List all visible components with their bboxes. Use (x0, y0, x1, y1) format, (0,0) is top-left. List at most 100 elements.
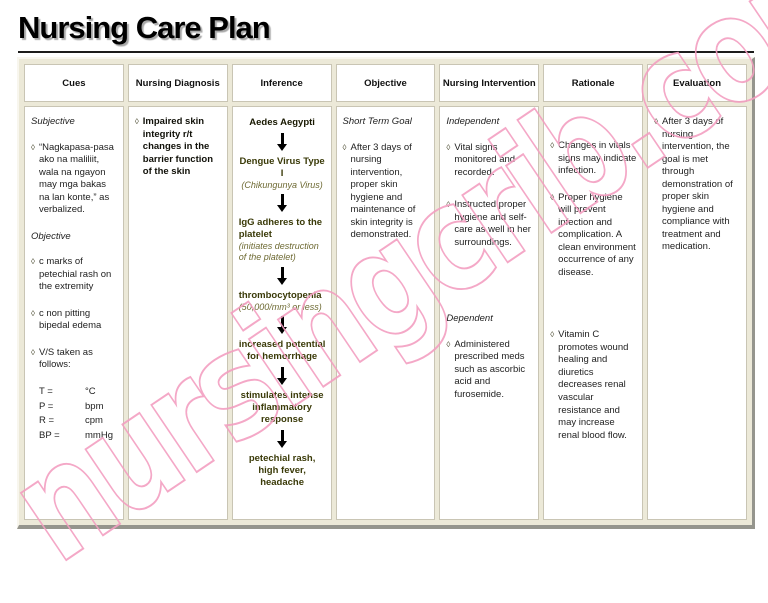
down-arrow-icon (239, 429, 326, 448)
intervention-text: Administered prescribed meds such as asc… (454, 338, 526, 400)
care-plan-table: Cues Nursing Diagnosis Inference Objecti… (20, 60, 751, 524)
cues-cell: Subjective ◊ “Nagkapasa-pasa ako na mali… (24, 106, 124, 520)
vital-label: BP = (39, 429, 60, 441)
vital-unit: °C (85, 385, 96, 397)
flow-step-igg: IgG adheres to the platelet (initiates d… (239, 217, 326, 262)
diamond-bullet-icon: ◊ (31, 308, 35, 318)
column-header-nursing-diagnosis: Nursing Diagnosis (127, 64, 228, 102)
flow-step-title: stimulates intense inflammatory response (240, 390, 324, 425)
column-header-inference: Inference (231, 64, 332, 102)
vital-unit: cpm (85, 415, 103, 427)
column-header-evaluation: Evaluation (647, 64, 747, 102)
section-gap (550, 293, 637, 329)
rationale-item-vitamin-c: ◊ Vitamin C promotes wound healing and d… (550, 329, 637, 442)
diamond-bullet-icon: ◊ (31, 347, 35, 357)
flow-step-hemorrhage: increased potential for hemorrhage (239, 339, 326, 363)
objective-item-vitals: ◊ V/S taken as follows: (31, 347, 118, 372)
vital-row-blood-pressure: BP = mmHg (39, 430, 118, 443)
column-header-nursing-intervention: Nursing Intervention (439, 64, 540, 102)
column-header-cues: Cues (24, 64, 124, 102)
objective-goal-text: After 3 days of nursing intervention, pr… (350, 141, 416, 241)
flow-step-title: Aedes Aegypti (249, 117, 315, 128)
flow-step-subtext: (Chikungunya Virus) (241, 179, 323, 190)
flow-step-inflammatory-response: stimulates intense inflammatory response (239, 390, 326, 426)
nursing-intervention-cell: Independent ◊ Vital signs monitored and … (439, 106, 540, 520)
vital-label: R = (39, 415, 55, 427)
diagnosis-text: Impaired skin integrity r/t changes in t… (142, 116, 213, 178)
diamond-bullet-icon: ◊ (446, 200, 451, 210)
intervention-text: Instructed proper hygiene and self-care … (454, 199, 531, 248)
diagnosis-item: ◊ Impaired skin integrity r/t changes in… (135, 116, 222, 179)
rationale-cell: ◊ Changes in vitals signs may indicate i… (543, 106, 644, 520)
evaluation-text: After 3 days of nursing intervention, th… (662, 116, 733, 253)
diamond-bullet-icon: ◊ (31, 257, 35, 267)
column-header-rationale: Rationale (543, 64, 644, 102)
vital-label: P = (39, 400, 54, 412)
diamond-bullet-icon: ◊ (446, 142, 451, 152)
independent-item-hygiene: ◊ Instructed proper hygiene and self-car… (446, 199, 533, 249)
down-arrow-icon (239, 194, 326, 213)
independent-item-vitals: ◊ Vital signs monitored and recorded. (446, 142, 533, 180)
flow-step-aedes: Aedes Aegypti (239, 117, 326, 129)
rationale-text: Proper hygiene will prevent infection an… (558, 191, 636, 278)
inference-cell: Aedes Aegypti Dengue Virus Type I (Chiku… (231, 106, 332, 520)
evaluation-cell: ◊ After 3 days of nursing intervention, … (647, 106, 747, 520)
vital-label: T = (39, 385, 53, 397)
objective-item-text: c non pitting bipedal edema (38, 307, 102, 332)
down-arrow-icon (239, 316, 326, 335)
objective-goal-item: ◊ After 3 days of nursing intervention, … (343, 142, 430, 242)
down-arrow-icon (239, 132, 326, 151)
objective-item-text: V/S taken as follows: (38, 346, 93, 371)
diamond-bullet-icon: ◊ (550, 141, 555, 150)
flow-step-symptoms: petechial rash, high fever, headache (239, 453, 326, 489)
diamond-bullet-icon: ◊ (342, 142, 347, 152)
flow-step-subtext: (50,000/mm³ or less) (238, 301, 322, 312)
rationale-item-vitals: ◊ Changes in vitals signs may indicate i… (550, 140, 637, 178)
diamond-bullet-icon: ◊ (550, 330, 555, 340)
flow-step-title: petechial rash, high fever, headache (248, 452, 316, 488)
column-header-objective: Objective (335, 64, 436, 102)
intervention-text: Vital signs monitored and recorded. (454, 141, 516, 178)
objective-label: Objective (31, 230, 71, 242)
subjective-quote-item: ◊ “Nagkapasa-pasa ako na maliliit, wala … (31, 142, 118, 217)
subjective-label: Subjective (31, 116, 75, 127)
diamond-bullet-icon: ◊ (550, 192, 555, 202)
diamond-bullet-icon: ◊ (31, 142, 35, 152)
diamond-bullet-icon: ◊ (446, 339, 451, 349)
down-arrow-icon (239, 367, 326, 386)
flow-step-title: IgG adheres to the platelet (238, 217, 323, 241)
nursing-diagnosis-cell: ◊ Impaired skin integrity r/t changes in… (127, 106, 228, 520)
flow-step-dengue-virus: Dengue Virus Type I (Chikungunya Virus) (239, 156, 326, 191)
down-arrow-icon (239, 266, 326, 285)
diamond-bullet-icon: ◊ (654, 117, 659, 126)
evaluation-item: ◊ After 3 days of nursing intervention, … (654, 116, 741, 254)
objective-item-edema: ◊ c non pitting bipedal edema (31, 308, 118, 333)
vital-row-respiration: R = cpm (39, 415, 118, 428)
vital-unit: bpm (85, 400, 104, 412)
vital-unit: mmHg (85, 429, 113, 441)
vital-signs-list: T = °C P = bpm R = cpm BP = (39, 386, 118, 442)
independent-label: Independent (446, 116, 500, 127)
flow-step-thrombocytopenia: thrombocytopenia (50,000/mm³ or less) (239, 290, 326, 313)
care-plan-table-frame: Cues Nursing Diagnosis Inference Objecti… (17, 57, 755, 529)
flow-step-title: increased potential for hemorrhage (238, 339, 326, 363)
subjective-quote-text: “Nagkapasa-pasa ako na maliliit, wala na… (38, 141, 114, 216)
table-header-row: Cues Nursing Diagnosis Inference Objecti… (24, 64, 747, 102)
rationale-text: Changes in vitals signs may indicate inf… (558, 140, 637, 177)
title-divider (18, 51, 754, 53)
objective-cell: Short Term Goal ◊ After 3 days of nursin… (335, 106, 436, 520)
flow-step-title: Dengue Virus Type I (239, 155, 325, 179)
dependent-item-meds: ◊ Administered prescribed meds such as a… (446, 339, 533, 402)
diamond-bullet-icon: ◊ (134, 117, 139, 126)
rationale-text: Vitamin C promotes wound healing and diu… (558, 329, 629, 441)
table-body-row: Subjective ◊ “Nagkapasa-pasa ako na mali… (24, 106, 747, 520)
flow-step-title: thrombocytopenia (238, 289, 322, 301)
vital-row-temperature: T = °C (39, 386, 118, 399)
flow-step-subtext: (initiates destruction of the platelet) (238, 241, 319, 262)
short-term-goal-label: Short Term Goal (342, 116, 412, 127)
vital-row-pulse: P = bpm (39, 401, 118, 414)
dependent-label: Dependent (446, 313, 493, 325)
rationale-item-hygiene: ◊ Proper hygiene will prevent infection … (550, 192, 637, 280)
page-title: Nursing Care Plan (18, 10, 271, 45)
